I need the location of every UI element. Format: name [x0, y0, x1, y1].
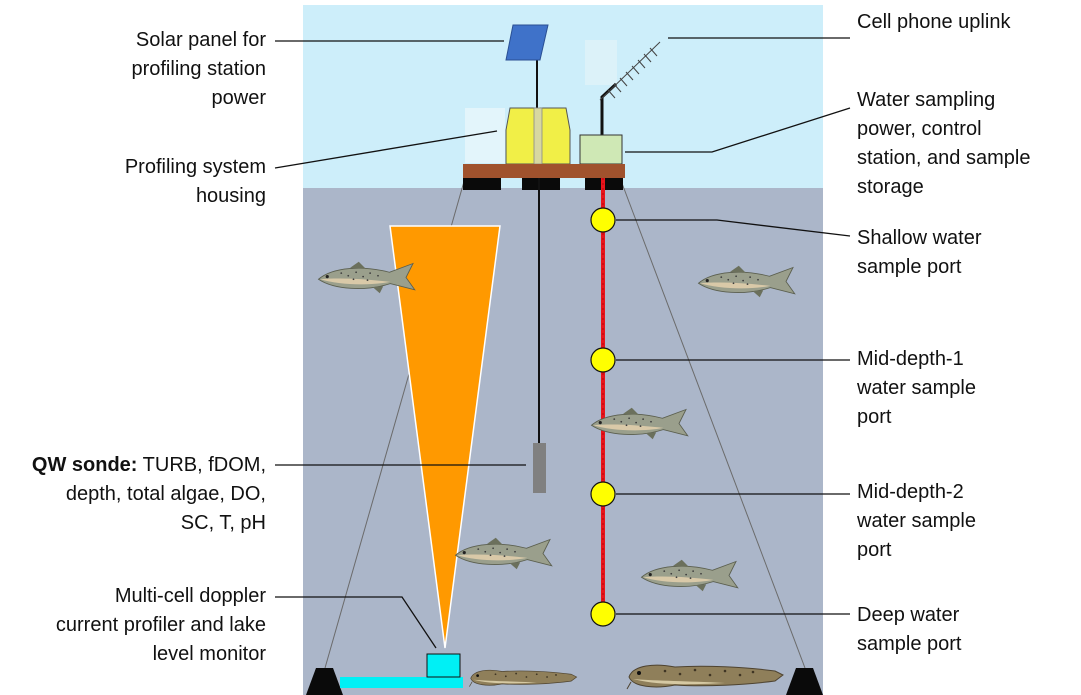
label-cell-uplink: Cell phone uplink: [857, 11, 1011, 33]
label-qw-sonde: QW sonde: TURB, fDOM, depth, total algae…: [31, 454, 266, 534]
water-body: [303, 188, 823, 695]
profiling-housing: [505, 107, 537, 165]
mooring-line-right: [619, 177, 806, 669]
water-station-box: [579, 134, 623, 165]
doppler-beam: [389, 225, 501, 649]
qw-sonde: [533, 443, 546, 493]
anchor-right: [786, 668, 823, 695]
label-mid2-port: Mid-depth-2 water sample port: [857, 481, 976, 561]
mid1-port: [590, 347, 616, 373]
antenna-mast: [600, 82, 618, 135]
antenna-icon: [599, 41, 661, 101]
platform: [463, 164, 625, 178]
label-profiling-housing: Profiling system housing: [124, 156, 266, 207]
shallow-port: [590, 207, 616, 233]
label-water-station: Water sampling power, control station, a…: [857, 89, 1031, 198]
label-doppler: Multi-cell doppler current profiler and …: [55, 585, 266, 665]
label-mid1-port: Mid-depth-1 water sample port: [857, 348, 976, 428]
doppler-unit: [426, 653, 461, 678]
label-shallow-port: Shallow water sample port: [857, 227, 982, 278]
mid2-port: [590, 481, 616, 507]
label-solar-panel: Solar panel for profiling station power: [131, 29, 266, 109]
anchor-left: [306, 668, 343, 695]
solar-panel-icon: [505, 24, 549, 61]
label-deep-port: Deep water sample port: [857, 604, 962, 655]
deep-port: [590, 601, 616, 627]
